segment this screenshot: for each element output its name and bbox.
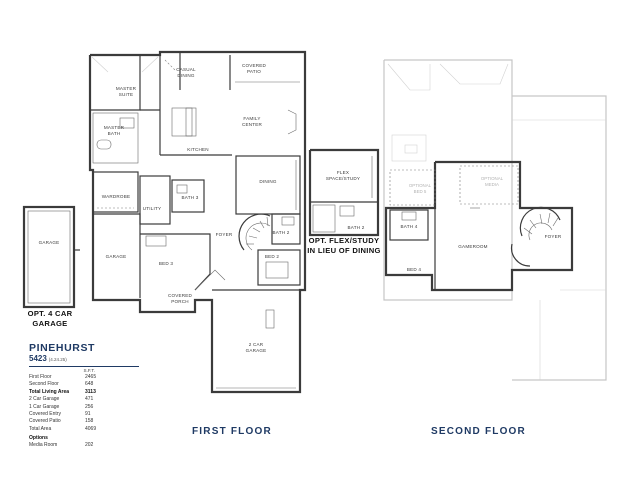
area-value: 471: [85, 396, 94, 403]
area-label: Total Living Area: [29, 388, 70, 395]
opt-garage-plan: [22, 205, 80, 309]
sqft-header: S.F.T.: [83, 368, 96, 373]
plan-number-line: 5423(4.24.25): [29, 354, 139, 365]
label-dining: DINING: [259, 179, 277, 184]
legend-rule: [29, 366, 139, 367]
label-opt-media-2: MEDIA: [485, 182, 499, 187]
opt-flex-line2: IN LIEU OF DINING: [307, 245, 381, 255]
label-wardrobe: WARDROBE: [102, 194, 130, 199]
second-floor-plan: [383, 59, 607, 381]
area-row: Covered Patio 158: [29, 418, 139, 425]
area-legend: PINEHURST 5423(4.24.25) S.F.T. First Flo…: [29, 343, 139, 450]
area-label: Covered Patio: [29, 418, 61, 425]
label-2car-garage-1: 2 CAR: [249, 342, 264, 347]
label-2car-garage-2: GARAGE: [246, 348, 267, 353]
area-value: 256: [85, 403, 94, 410]
label-utility: UTILITY: [143, 206, 162, 211]
flex-option-plan: [308, 148, 380, 237]
option-label: Media Room: [29, 442, 58, 449]
label-flex-bath2: BATH 2: [348, 225, 365, 230]
area-value: 91: [85, 411, 91, 418]
label-covered-patio-2: PATIO: [247, 69, 261, 74]
label-covered-porch-2: PORCH: [171, 299, 189, 304]
label-covered-porch-1: COVERED: [168, 293, 193, 298]
plan-name: PINEHURST: [29, 342, 96, 354]
first-floor-plan: [88, 50, 307, 394]
opt-4-car-garage-label: OPT. 4 CAR GARAGE: [19, 309, 81, 328]
area-row: 1 Car Garage 256: [29, 404, 139, 411]
label-kitchen: KITCHEN: [187, 147, 209, 152]
opt-garage-label: GARAGE: [39, 240, 60, 245]
room-labels: CASUAL DINING COVERED PATIO MASTER SUITE…: [102, 63, 562, 353]
opt-garage-line2: GARAGE: [32, 318, 68, 328]
label-bed4: BED 4: [407, 267, 422, 272]
label-master-bath-1: MASTER: [104, 125, 125, 130]
opt-flex-line1: OPT. FLEX/STUDY: [308, 236, 380, 245]
area-row: First Floor 2465: [29, 374, 139, 381]
label-bath2: BATH 2: [273, 230, 290, 235]
options-heading: Options: [29, 435, 48, 442]
area-label: Second Floor: [29, 381, 59, 388]
area-value: 648: [85, 381, 94, 388]
label-covered-patio-1: COVERED: [242, 63, 267, 68]
label-bath4: BATH 4: [401, 224, 418, 229]
option-rows: Media Room 202: [29, 442, 139, 449]
area-label: First Floor: [29, 374, 52, 380]
label-opt-bed5-1: OPTIONAL: [409, 183, 432, 188]
opt-garage-line1: OPT. 4 CAR: [27, 309, 73, 318]
label-foyer2: FOYER: [545, 234, 562, 239]
area-label: Total Area: [29, 425, 52, 432]
label-casual-dining-1: CASUAL: [176, 67, 196, 72]
area-row: Total Living Area 3113: [29, 389, 139, 396]
label-master-suite-2: SUITE: [119, 92, 134, 97]
label-gameroom: GAMEROOM: [458, 244, 487, 249]
option-value: 202: [85, 442, 94, 449]
label-family-center-1: FAMILY: [243, 116, 260, 121]
area-row: Covered Entry 91: [29, 411, 139, 418]
area-value: 158: [85, 418, 94, 425]
option-row: Media Room 202: [29, 442, 139, 449]
plan-date: (4.24.25): [48, 357, 67, 362]
label-bath3: BATH 3: [182, 195, 199, 200]
label-casual-dining-2: DINING: [177, 73, 195, 78]
label-master-bath-2: BATH: [108, 131, 121, 136]
area-value: 3113: [85, 388, 96, 395]
label-bed2: BED 2: [265, 254, 280, 259]
label-flex-2: SPACE/STUDY: [326, 176, 360, 181]
label-opt-bed5-2: BED 5: [414, 189, 427, 194]
area-row: Total Area 4069: [29, 426, 139, 433]
area-label: 1 Car Garage: [29, 403, 60, 410]
label-foyer: FOYER: [216, 232, 233, 237]
label-opt-media-1: OPTIONAL: [481, 176, 504, 181]
plan-number: 5423: [29, 354, 47, 363]
area-value: 2465: [85, 374, 97, 380]
label-flex-1: FLEX: [337, 170, 349, 175]
first-floor-title: FIRST FLOOR: [192, 426, 272, 437]
opt-flex-study-label: OPT. FLEX/STUDY IN LIEU OF DINING: [303, 236, 385, 255]
second-floor-title: SECOND FLOOR: [431, 426, 526, 437]
label-garage-main: GARAGE: [106, 254, 127, 259]
label-family-center-2: CENTER: [242, 122, 263, 127]
area-label: Covered Entry: [29, 411, 61, 418]
area-row: 2 Car Garage 471: [29, 396, 139, 403]
label-master-suite-1: MASTER: [116, 86, 137, 91]
label-bed3: BED 3: [159, 261, 174, 266]
area-value: 4069: [85, 425, 97, 432]
area-row: Second Floor 648: [29, 381, 139, 388]
area-label: 2 Car Garage: [29, 396, 60, 403]
